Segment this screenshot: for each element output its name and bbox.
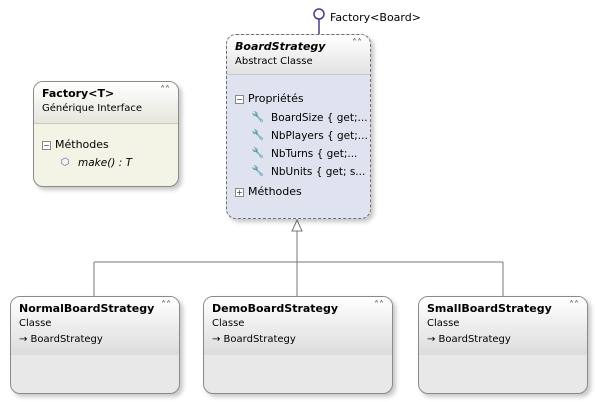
smallboardstrategy-box[interactable]: SmallBoardStrategy Classe → BoardStrateg… xyxy=(418,296,588,394)
collapse-section-icon[interactable]: − xyxy=(42,140,51,150)
class-kind: Classe xyxy=(212,318,245,329)
demoboardstrategy-header: DemoBoardStrategy Classe → BoardStrategy… xyxy=(204,297,392,355)
wrench-icon: 🔧 xyxy=(251,166,265,177)
boardstrategy-name: BoardStrategy xyxy=(235,40,326,53)
member-label: NbTurns { get;... xyxy=(271,148,358,160)
boardstrategy-header: BoardStrategy Abstract Classe ˄˄ xyxy=(227,35,370,75)
factory-methods-section[interactable]: − Méthodes xyxy=(34,138,178,152)
member-label: make() : T xyxy=(78,157,133,169)
class-name: SmallBoardStrategy xyxy=(427,302,552,315)
property-nbturns[interactable]: 🔧 NbTurns { get;... xyxy=(227,145,370,163)
collapse-icon[interactable]: ˄˄ xyxy=(569,300,579,311)
boardstrategy-box[interactable]: BoardStrategy Abstract Classe ˄˄ − Propr… xyxy=(226,34,371,219)
inheritance-arrowhead xyxy=(291,218,303,232)
class-name: NormalBoardStrategy xyxy=(19,302,155,315)
section-label: Méthodes xyxy=(248,185,302,198)
factory-interface-box[interactable]: Factory<T> Générique Interface ˄˄ − Méth… xyxy=(33,81,179,187)
factory-method-make[interactable]: ⬡ make() : T xyxy=(34,154,178,172)
class-name: DemoBoardStrategy xyxy=(212,302,339,315)
collapse-icon[interactable]: ˄˄ xyxy=(161,300,171,311)
member-label: NbPlayers { get;... xyxy=(271,130,368,142)
normalboardstrategy-header: NormalBoardStrategy Classe → BoardStrate… xyxy=(11,297,179,355)
method-icon: ⬡ xyxy=(60,157,70,168)
smallboardstrategy-header: SmallBoardStrategy Classe → BoardStrateg… xyxy=(419,297,587,355)
collapse-icon[interactable]: ˄˄ xyxy=(374,300,384,311)
class-inherits: → BoardStrategy xyxy=(19,334,103,345)
boardstrategy-properties-section[interactable]: − Propriétés xyxy=(227,92,370,106)
factory-header: Factory<T> Générique Interface ˄˄ xyxy=(34,82,178,124)
boardstrategy-methods-section[interactable]: + Méthodes xyxy=(227,185,370,199)
interface-lollipop-circle xyxy=(313,8,325,20)
property-nbplayers[interactable]: 🔧 NbPlayers { get;... xyxy=(227,127,370,145)
collapse-icon[interactable]: ˄˄ xyxy=(352,38,362,49)
factory-name: Factory<T> xyxy=(42,87,115,100)
factory-kind: Générique Interface xyxy=(42,103,143,114)
member-label: NbUnits { get; s... xyxy=(271,166,366,178)
section-label: Propriétés xyxy=(248,92,304,105)
expand-section-icon[interactable]: + xyxy=(235,187,244,197)
section-label: Méthodes xyxy=(55,138,109,151)
member-label: BoardSize { get;... xyxy=(271,112,368,124)
property-nbunits[interactable]: 🔧 NbUnits { get; s... xyxy=(227,163,370,181)
collapse-icon[interactable]: ˄˄ xyxy=(160,85,170,96)
boardstrategy-kind: Abstract Classe xyxy=(235,56,313,67)
class-kind: Classe xyxy=(19,318,52,329)
class-kind: Classe xyxy=(427,318,460,329)
demoboardstrategy-box[interactable]: DemoBoardStrategy Classe → BoardStrategy… xyxy=(203,296,393,394)
wrench-icon: 🔧 xyxy=(251,130,265,141)
interface-lollipop-label: Factory<Board> xyxy=(330,11,421,24)
class-inherits: → BoardStrategy xyxy=(427,334,511,345)
property-boardsize[interactable]: 🔧 BoardSize { get;... xyxy=(227,109,370,127)
wrench-icon: 🔧 xyxy=(251,112,265,123)
wrench-icon: 🔧 xyxy=(251,148,265,159)
normalboardstrategy-box[interactable]: NormalBoardStrategy Classe → BoardStrate… xyxy=(10,296,180,394)
class-inherits: → BoardStrategy xyxy=(212,334,296,345)
collapse-section-icon[interactable]: − xyxy=(235,94,244,104)
